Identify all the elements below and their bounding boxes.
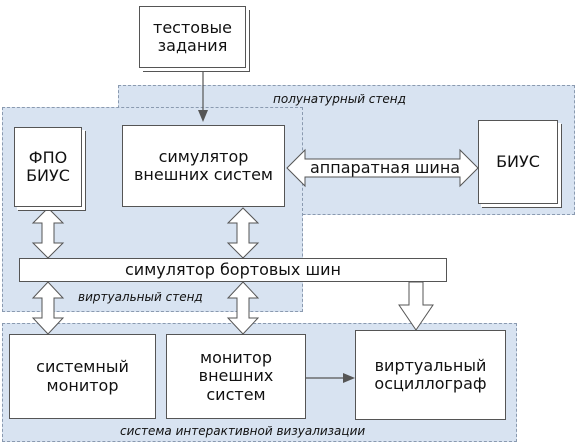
- virtual-stand-label: виртуальный стенд: [78, 290, 203, 304]
- bus-system-monitor-arrow: [31, 281, 65, 335]
- onboard-bus-simulator-block: симулятор бортовых шин: [19, 258, 447, 282]
- visualization-system-label: система интерактивной визуализации: [120, 424, 366, 438]
- fpo-bius-block: ФПО БИУС: [14, 127, 82, 207]
- external-systems-simulator-block: симулятор внешних систем: [122, 125, 285, 207]
- system-monitor-block: системный монитор: [9, 334, 156, 419]
- fpo-bus-arrow: [31, 207, 65, 259]
- test-tasks-arrowhead: [198, 110, 208, 122]
- external-systems-monitor-block: монитор внешних систем: [166, 334, 306, 419]
- bius-block: БИУС: [478, 120, 558, 204]
- bus-oscilloscope-arrow: [398, 281, 434, 331]
- hil-stand-label: полунатурный стенд: [273, 92, 406, 106]
- external-sim-bus-arrow: [226, 207, 260, 259]
- virtual-oscilloscope-block: виртуальный осциллограф: [355, 330, 506, 420]
- test-tasks-block: тестовые задания: [139, 6, 246, 68]
- hardware-bus-label: аппаратная шина: [310, 158, 461, 177]
- bus-external-monitor-arrow: [226, 281, 260, 335]
